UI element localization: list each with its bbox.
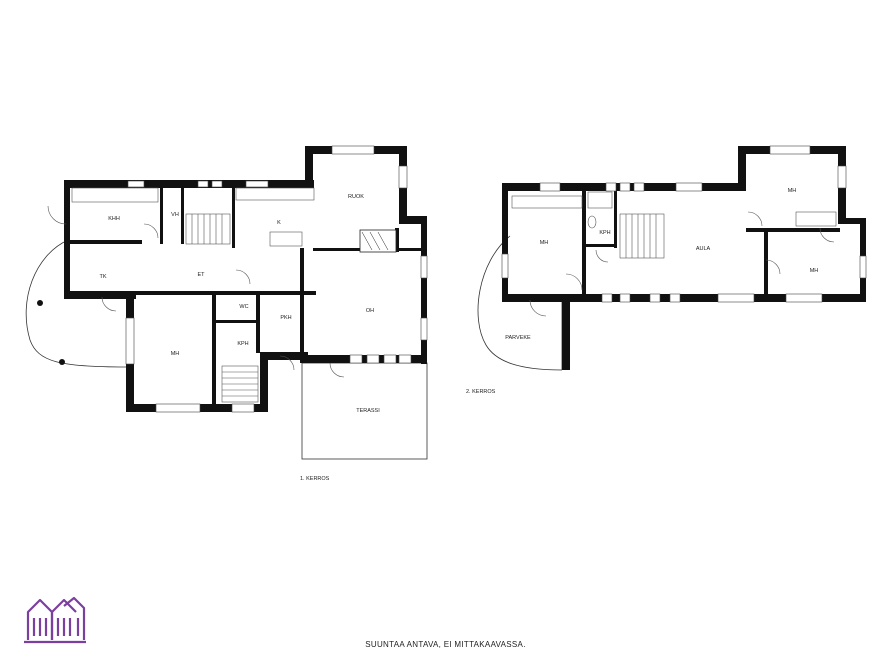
room-label-ruok: RUOK — [348, 194, 364, 200]
room-label-mh-east: MH — [810, 268, 819, 274]
room-label-mh: MH — [171, 351, 180, 357]
floor-1-label: 1. KERROS — [300, 476, 330, 482]
floor-2-label: 2. KERROS — [466, 389, 496, 395]
room-label-vh: VH — [171, 212, 179, 218]
room-label-pkh: PKH — [280, 315, 291, 321]
disclaimer-text: SUUNTAA ANTAVA, EI MITTAKAAVASSA. — [365, 640, 526, 649]
floor-2: MH KPH AULA MH MH PARVEKE 2. KERROS — [466, 145, 867, 395]
room-label-aula: AULA — [696, 246, 711, 252]
room-label-et: ET — [197, 272, 205, 278]
room-label-oh: OH — [366, 308, 374, 314]
room-label-mh-northeast: MH — [788, 188, 797, 194]
floor-1: KHH VH K RUOK TK ET WC PKH OH MH KPH TER… — [25, 145, 428, 482]
room-label-kph: KPH — [237, 341, 248, 347]
room-label-k: K — [277, 220, 281, 226]
room-label-kph: KPH — [599, 230, 610, 236]
room-label-wc: WC — [239, 304, 248, 310]
room-label-parveke: PARVEKE — [505, 335, 531, 341]
room-label-tk: TK — [99, 274, 106, 280]
room-label-terassi: TERASSI — [356, 408, 380, 414]
room-label-mh-west: MH — [540, 240, 549, 246]
room-label-khh: KHH — [108, 216, 120, 222]
building-logo-icon — [24, 596, 86, 644]
